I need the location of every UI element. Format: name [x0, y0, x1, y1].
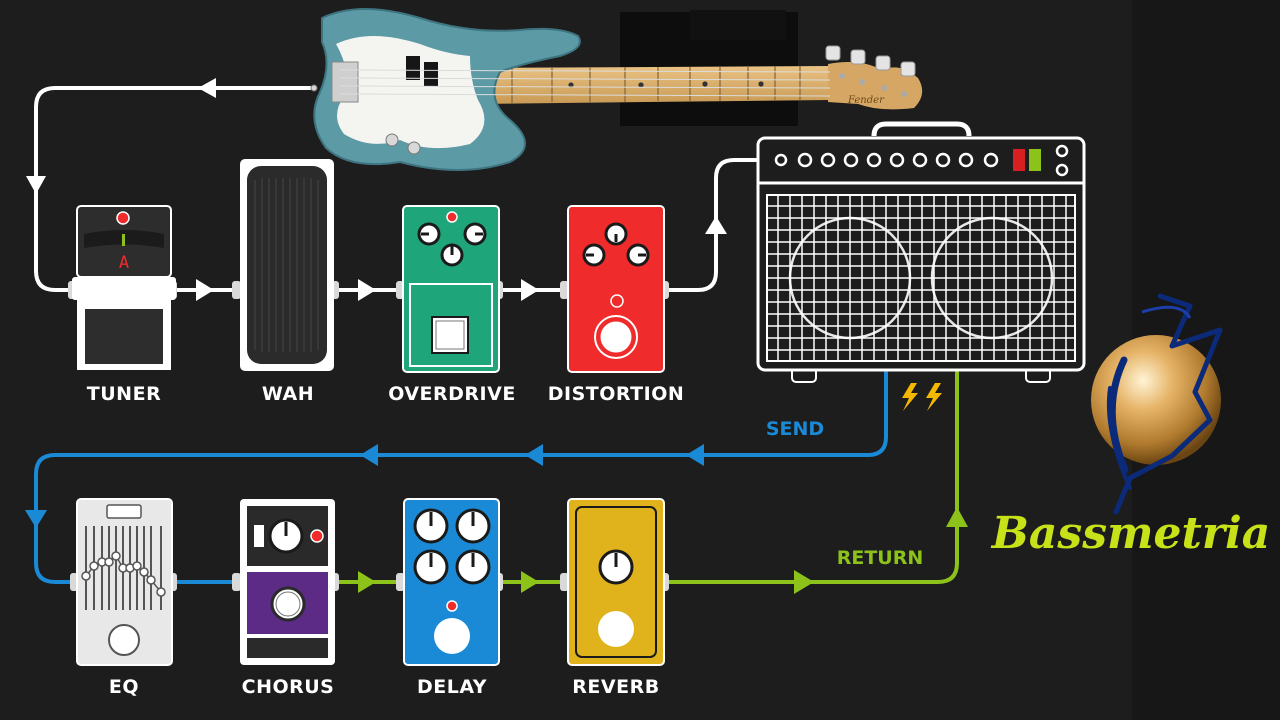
- tuner-pedal[interactable]: A: [68, 205, 177, 370]
- distortion-label: DISTORTION: [548, 383, 685, 405]
- send-label: SEND: [766, 418, 824, 440]
- bassmetria-logo: Bassmetria: [990, 293, 1271, 559]
- amplifier: [756, 121, 1086, 383]
- tuner-note-display: A: [119, 253, 129, 273]
- reverb-label: REVERB: [572, 676, 659, 698]
- overdrive-label: OVERDRIVE: [388, 383, 516, 405]
- eq-pedal[interactable]: [70, 498, 177, 666]
- amp-red-switch-icon: [1013, 149, 1025, 171]
- eq-label: EQ: [109, 676, 139, 698]
- svg-text:Fender: Fender: [847, 95, 885, 106]
- reverb-pedal[interactable]: [560, 498, 669, 666]
- amp-knobs: [774, 144, 1069, 177]
- wah-pedal[interactable]: [232, 159, 339, 371]
- delay-pedal[interactable]: [396, 498, 503, 666]
- tuner-led-icon: [116, 211, 130, 225]
- return-label: RETURN: [837, 547, 924, 569]
- return-arrows: [358, 507, 968, 594]
- send-arrows: [25, 444, 704, 528]
- tuner-label: TUNER: [87, 383, 161, 405]
- amp-grill: [767, 195, 1075, 361]
- amp-green-switch-icon: [1029, 149, 1041, 171]
- amp-speakers: [788, 216, 1054, 340]
- brand-name: Bassmetria: [990, 508, 1271, 559]
- distortion-pedal[interactable]: [560, 205, 669, 373]
- main-signal-arrows: [26, 78, 727, 301]
- delay-label: DELAY: [417, 676, 487, 698]
- chorus-label: CHORUS: [242, 676, 335, 698]
- wah-label: WAH: [262, 383, 314, 405]
- bass-guitar-image: Fender: [310, 8, 923, 171]
- lightning-icon: [902, 383, 942, 411]
- chorus-pedal[interactable]: [232, 499, 339, 665]
- send-path: [34, 371, 888, 584]
- overdrive-pedal[interactable]: [396, 205, 503, 373]
